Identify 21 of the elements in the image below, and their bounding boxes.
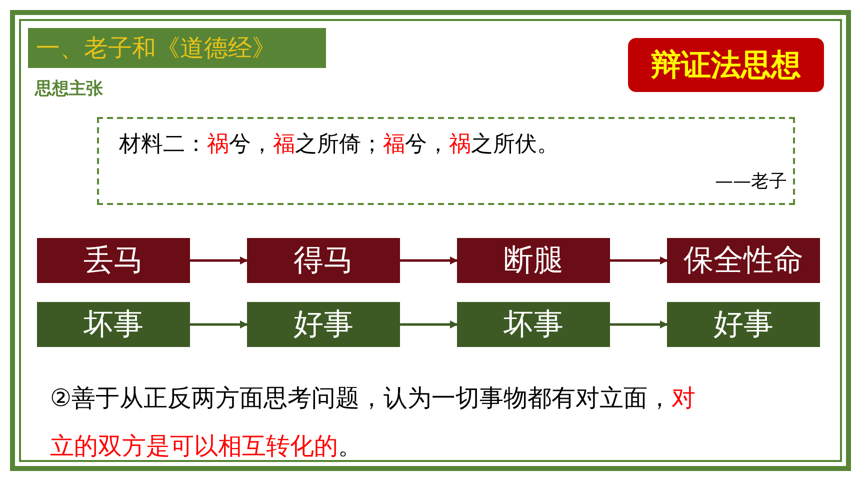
quote-box [97,117,795,205]
quote-text: 材料二：祸兮，福之所倚；福兮，祸之所伏。 [119,131,559,158]
arrow [400,256,458,264]
arrow [610,256,668,264]
event-box: 保全性命 [667,238,820,283]
conclusion-text: ②善于从正反两方面思考问题，认为一切事物都有对立面，对立的双方是可以相互转化的。 [50,383,697,462]
arrow [610,320,668,328]
arrow [400,320,458,328]
event-box: 好事 [667,302,820,347]
event-box: 坏事 [37,302,190,347]
quote-author: ——老子 [715,171,787,194]
arrow [190,320,248,328]
topic-badge: 辩证法思想 [628,38,824,92]
event-box: 得马 [247,238,400,283]
event-box: 丢马 [37,238,190,283]
event-box: 好事 [247,302,400,347]
title-banner: 一、老子和《道德经》 [28,28,326,68]
section-heading: 思想主张 [35,78,103,101]
event-box: 断腿 [457,238,610,283]
event-box: 坏事 [457,302,610,347]
arrow [190,256,248,264]
